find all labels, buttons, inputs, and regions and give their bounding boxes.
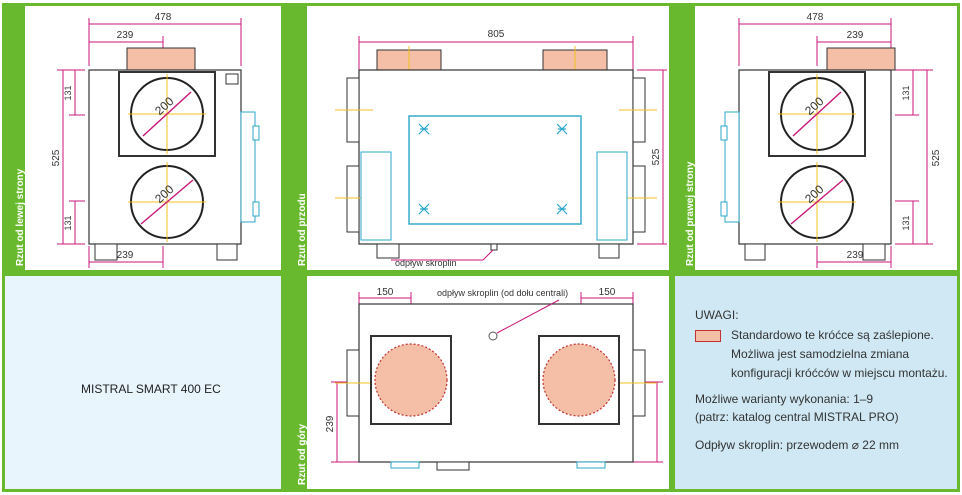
notes-panel: UWAGI: Standardowo te króćce są zaślepio… (672, 273, 960, 492)
right-view-drawing: 478 239 239 525 131 131 200 200 (720, 12, 942, 268)
left-view-side-bar: Rzut od lewej strony (5, 6, 26, 270)
top-view-panel: Rzut od góry 150 150 239 (284, 273, 672, 492)
front-cyan-duct-right (596, 151, 628, 241)
front-width-dim: 805 (488, 29, 505, 40)
front-drain-label: odpływ skroplin (395, 258, 457, 268)
right-top-offset-dim: 239 (847, 30, 864, 41)
right-side-duct (724, 111, 740, 223)
top-view-side-bar: Rzut od góry (287, 276, 308, 489)
front-view-panel: Rzut od przodu 805 525 (284, 3, 672, 273)
door-latch-icon (418, 123, 568, 215)
front-view-drawing: 805 525 odpływ skro (335, 29, 667, 268)
left-131-bottom-dim: 131 (63, 215, 73, 230)
right-top-duct (826, 47, 896, 71)
top-drain-label: odpływ skroplin (od dołu centrali) (437, 288, 568, 298)
right-height-dim: 525 (931, 149, 942, 166)
top-right-offset-dim: 150 (599, 287, 616, 298)
right-bottom-offset-dim: 239 (847, 250, 864, 261)
left-view-drawing: 478 239 239 525 131 131 200 200 (51, 12, 260, 268)
right-131-top-dim: 131 (901, 85, 911, 100)
notes-line-4: Możliwe warianty wykonania: 1–9 (695, 392, 874, 406)
right-view-panel: Rzut od prawej strony 478 239 239 525 13… (672, 3, 960, 273)
left-side-duct (240, 111, 256, 223)
left-height-dim: 525 (51, 149, 62, 166)
top-drain-point (488, 331, 498, 341)
top-right-duct-circle (542, 343, 616, 417)
model-name: MISTRAL SMART 400 EC (81, 382, 221, 396)
notes-line-6: Odpływ skroplin: przewodem ⌀ 22 mm (695, 438, 899, 452)
notes-line-1: Standardowo te króćce są zaślepione. (731, 328, 934, 342)
front-inspection-door (408, 115, 582, 225)
left-foot-1 (94, 243, 118, 261)
front-cyan-duct-left (360, 151, 392, 241)
right-width-dim: 478 (807, 12, 824, 23)
front-drain-stub (490, 243, 498, 251)
left-foot-2 (216, 243, 238, 261)
control-panel-icon (225, 73, 239, 85)
front-height-dim: 525 (651, 148, 662, 165)
left-top-duct (126, 47, 196, 71)
blanked-duct-swatch (695, 330, 721, 342)
right-view-side-bar: Rzut od prawej strony (675, 6, 696, 270)
front-view-side-bar: Rzut od przodu (287, 6, 308, 270)
notes-line-3: konfiguracji króćców w miejscu montażu. (731, 366, 948, 380)
left-width-dim: 478 (155, 12, 172, 23)
left-view-panel: Rzut od lewej strony 478 239 239 525 131… (2, 3, 284, 273)
left-top-offset-dim: 239 (117, 30, 134, 41)
top-left-offset-dim: 150 (377, 287, 394, 298)
notes-heading: UWAGI: (695, 308, 739, 322)
notes-line-2: Możliwa jest samodzielna zmiana (731, 347, 910, 361)
left-bottom-offset-dim: 239 (117, 250, 134, 261)
top-view-drawing: 150 150 239 odpływ skroplin (od dołu cen… (325, 287, 663, 471)
model-title-panel: MISTRAL SMART 400 EC (2, 273, 284, 492)
top-left-duct-circle (374, 343, 448, 417)
left-131-top-dim: 131 (63, 85, 73, 100)
right-131-bottom-dim: 131 (901, 215, 911, 230)
notes-line-5: (patrz: katalog central MISTRAL PRO) (695, 410, 899, 424)
top-depth-dim: 239 (325, 415, 336, 432)
